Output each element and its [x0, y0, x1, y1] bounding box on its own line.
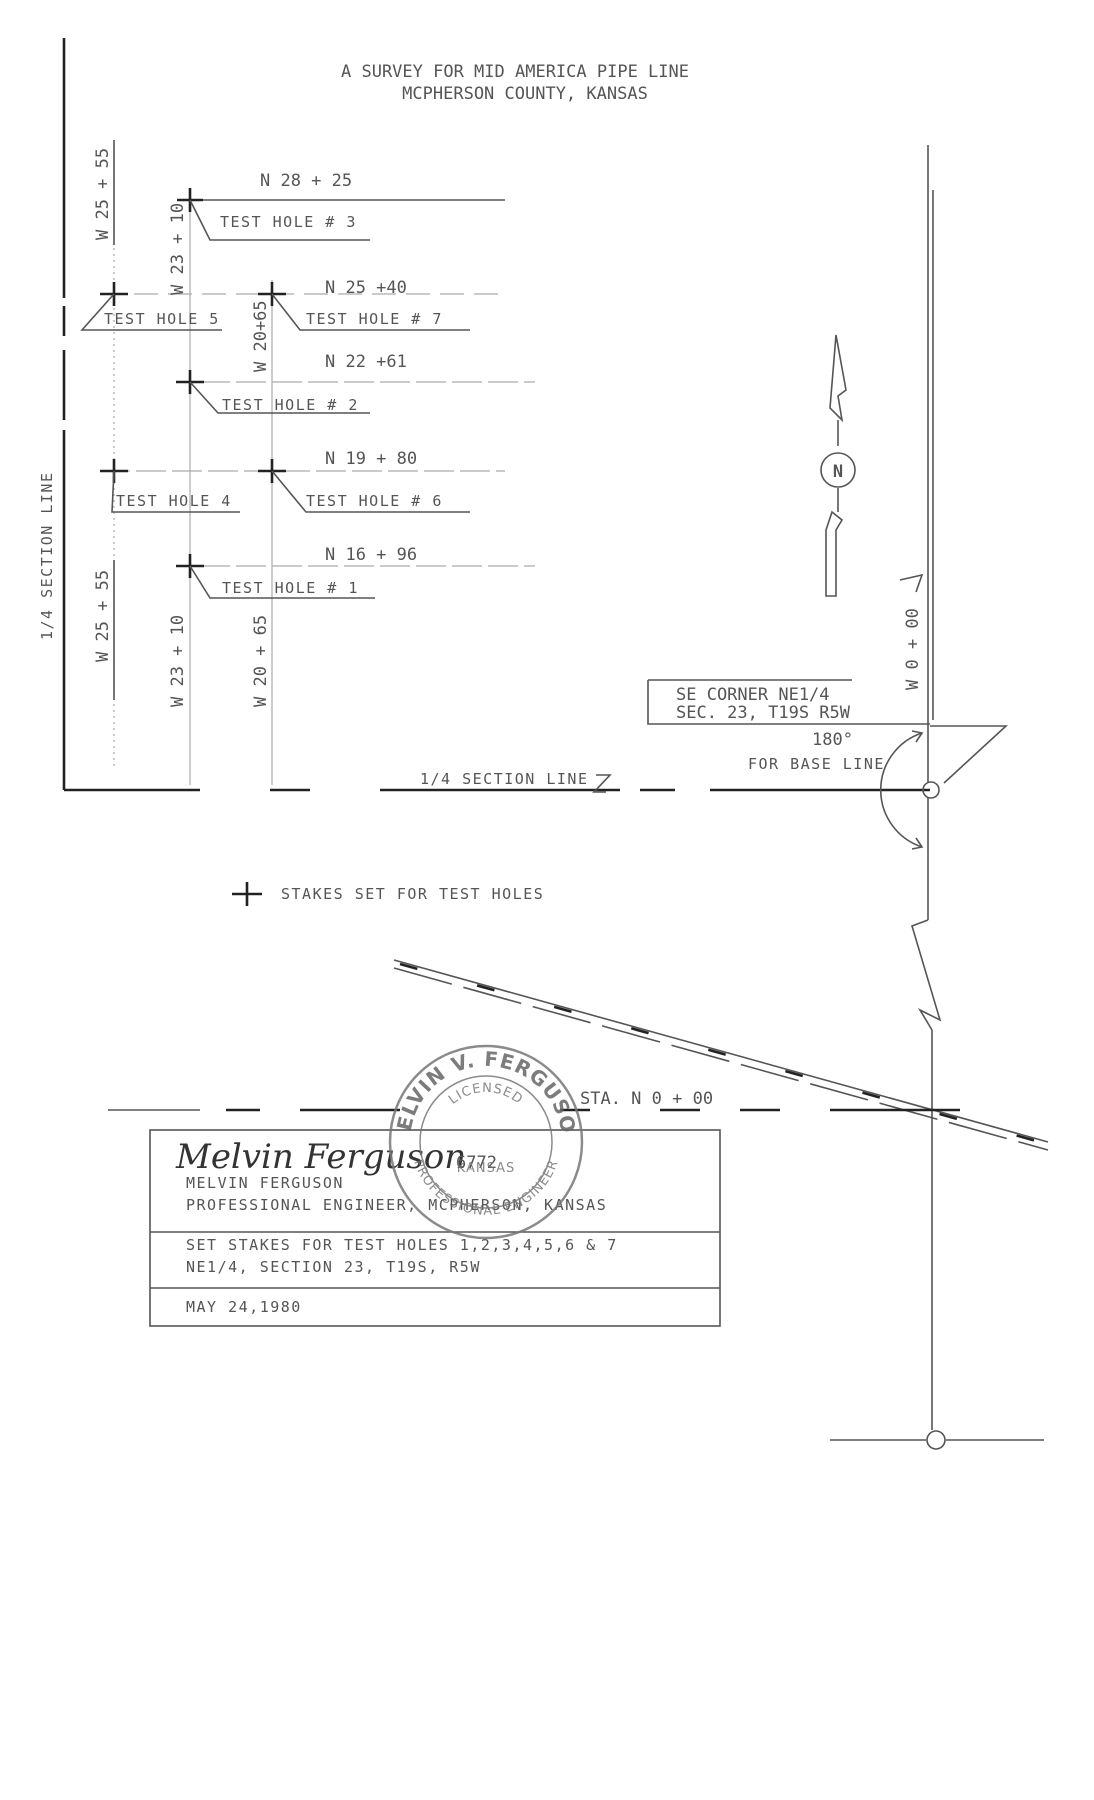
stake-markers [100, 188, 286, 578]
pipe-line [393, 959, 1049, 1151]
description-line-2: NE1/4, SECTION 23, T19S, R5W [186, 1258, 481, 1276]
se-corner-monument-circle [922, 781, 940, 799]
northing-label: N 28 + 25 [260, 171, 352, 191]
westing-label: W 23 + 10 [168, 615, 188, 707]
northing-label: N 22 +61 [325, 352, 407, 372]
test-hole-label: TEST HOLE # 6 [306, 492, 443, 510]
angle-arc: 180° FOR BASE LINE [748, 730, 924, 850]
northing-label: N 16 + 96 [325, 545, 417, 565]
test-hole-leaders [80, 199, 470, 599]
date: MAY 24,1980 [186, 1298, 302, 1316]
title-line-1: A SURVEY FOR MID AMERICA PIPE LINE [341, 62, 689, 82]
corner-label-line-2: SEC. 23, T19S R5W [676, 703, 851, 723]
northing-label: N 25 +40 [325, 278, 407, 298]
title-line-2: MCPHERSON COUNTY, KANSAS [402, 84, 648, 104]
angle-label: FOR BASE LINE [748, 755, 885, 773]
westing-label: W 20+65 [251, 300, 271, 372]
westing-label: W 25 + 55 [93, 148, 113, 240]
engineer-title: PROFESSIONAL ENGINEER, MCPHERSON, KANSAS [186, 1196, 607, 1214]
grid-verticals [113, 140, 273, 785]
quarter-section-line-label: 1/4 SECTION LINE [420, 770, 589, 788]
westing-label: W 0 + 00 [903, 608, 923, 690]
angle-value: 180° [812, 730, 853, 750]
north-arrow-icon: N [820, 334, 856, 597]
northing-label: N 19 + 80 [325, 449, 417, 469]
westing-label: W 20 + 65 [251, 615, 271, 707]
east-base-line [830, 145, 1044, 1450]
test-hole-label: TEST HOLE # 2 [222, 396, 359, 414]
test-hole-label: TEST HOLE # 1 [222, 579, 359, 597]
westing-label: W 25 + 55 [93, 570, 113, 662]
se-corner-callout: SE CORNER NE1/4 SEC. 23, T19S R5W [647, 573, 1009, 784]
north-symbol: N [833, 462, 843, 482]
license-number: 6772 [456, 1153, 497, 1173]
test-hole-label: TEST HOLE # 3 [220, 213, 357, 231]
seal-licensed: LICENSED [446, 1081, 526, 1108]
quarter-section-lines [62, 38, 930, 792]
test-hole-label: TEST HOLE # 7 [306, 310, 443, 328]
northing-lines [100, 199, 535, 567]
westing-label: W 23 + 10 [168, 203, 188, 295]
bottom-monument-circle [926, 1430, 946, 1450]
stake-legend-icon [232, 882, 262, 906]
legend-label: STAKES SET FOR TEST HOLES [281, 885, 544, 903]
station-label: STA. N 0 + 00 [580, 1089, 713, 1109]
corner-label-line-1: SE CORNER NE1/4 [676, 685, 830, 705]
test-hole-label: TEST HOLE 4 [116, 492, 232, 510]
test-hole-label: TEST HOLE 5 [104, 310, 220, 328]
legend: STAKES SET FOR TEST HOLES [232, 882, 544, 906]
description-line-1: SET STAKES FOR TEST HOLES 1,2,3,4,5,6 & … [186, 1236, 618, 1254]
signature: Melvin Ferguson [175, 1137, 466, 1177]
quarter-section-line-label: 1/4 SECTION LINE [38, 472, 56, 641]
seal-state: KANSAS [457, 1161, 516, 1176]
station-baseline: STA. N 0 + 00 [108, 1089, 960, 1112]
engineer-name: MELVIN FERGUSON [186, 1174, 344, 1192]
title-block: Melvin Ferguson 6772 MELVIN FERGUSON PRO… [149, 1129, 721, 1327]
